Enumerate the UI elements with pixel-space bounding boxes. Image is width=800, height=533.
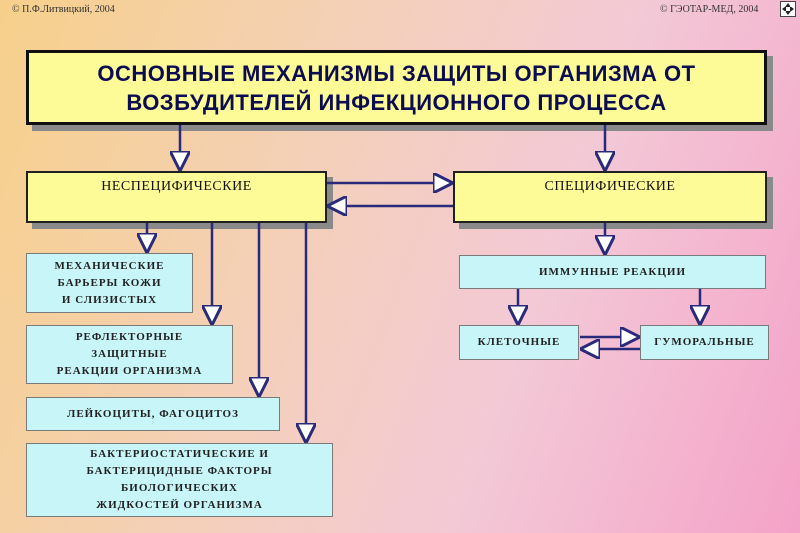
nonspecific-item-bactericidal: БАКТЕРИОСТАТИЧЕСКИЕ И БАКТЕРИЦИДНЫЕ ФАКТ… xyxy=(26,443,333,517)
humoral-box: ГУМОРАЛЬНЫЕ xyxy=(640,325,769,360)
reflexes-text: РЕФЛЕКТОРНЫЕ ЗАЩИТНЫЕ РЕАКЦИИ ОРГАНИЗМА xyxy=(56,331,203,377)
nonspecific-item-leukocytes: ЛЕЙКОЦИТЫ, ФАГОЦИТОЗ xyxy=(26,397,280,431)
nonspecific-item-reflexes: РЕФЛЕКТОРНЫЕ ЗАЩИТНЫЕ РЕАКЦИИ ОРГАНИЗМА xyxy=(26,325,233,384)
specific-box: СПЕЦИФИЧЕСКИЕ xyxy=(453,171,767,223)
humoral-text: ГУМОРАЛЬНЫЕ xyxy=(654,336,755,348)
nonspecific-label: НЕСПЕЦИФИЧЕСКИЕ xyxy=(101,179,252,194)
nav-arrows-icon[interactable] xyxy=(780,1,796,17)
specific-label: СПЕЦИФИЧЕСКИЕ xyxy=(544,179,676,194)
immune-reactions-box: ИММУННЫЕ РЕАКЦИИ xyxy=(459,255,766,289)
leukocytes-text: ЛЕЙКОЦИТЫ, ФАГОЦИТОЗ xyxy=(67,407,239,420)
bactericidal-text: БАКТЕРИОСТАТИЧЕСКИЕ И БАКТЕРИЦИДНЫЕ ФАКТ… xyxy=(86,448,273,511)
barriers-text: МЕХАНИЧЕСКИЕ БАРЬЕРЫ КОЖИ И СЛИЗИСТЫХ xyxy=(54,259,165,306)
immune-reactions-text: ИММУННЫЕ РЕАКЦИИ xyxy=(538,265,687,278)
nonspecific-box: НЕСПЕЦИФИЧЕСКИЕ xyxy=(26,171,327,223)
nonspecific-item-barriers: МЕХАНИЧЕСКИЕ БАРЬЕРЫ КОЖИ И СЛИЗИСТЫХ xyxy=(26,253,193,313)
author-caption: © П.Ф.Литвицкий, 2004 xyxy=(12,4,115,15)
publisher-caption: © ГЭОТАР-МЕД, 2004 xyxy=(660,4,759,15)
main-title: ОСНОВНЫЕ МЕХАНИЗМЫ ЗАЩИТЫ ОРГАНИЗМА ОТ В… xyxy=(26,50,767,125)
cellular-box: КЛЕТОЧНЫЕ xyxy=(459,325,579,360)
main-title-text: ОСНОВНЫЕ МЕХАНИЗМЫ ЗАЩИТЫ ОРГАНИЗМА ОТ В… xyxy=(97,60,696,115)
cellular-text: КЛЕТОЧНЫЕ xyxy=(477,336,561,348)
